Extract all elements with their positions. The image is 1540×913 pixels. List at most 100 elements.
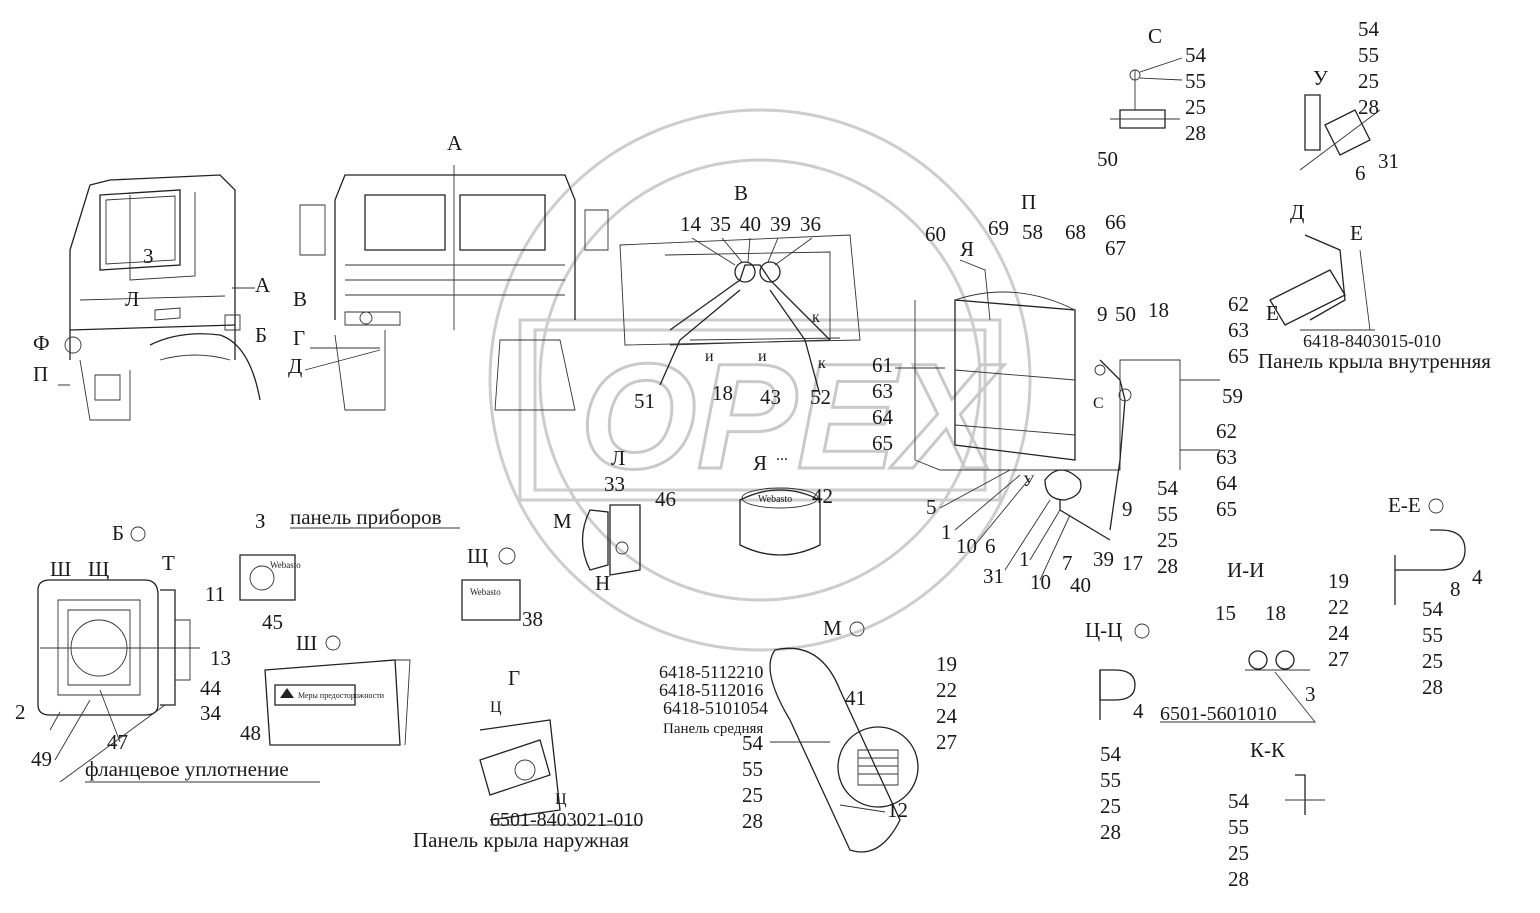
ya-sticker: Webasto — [758, 494, 792, 505]
view-label-sh: Ш — [50, 557, 71, 581]
view-label-m: М — [823, 616, 842, 640]
callout-ee-25: 25 — [1422, 649, 1443, 673]
view-d-panel-inner: Д Е Е 6418-8403015-010 Панель крыла внут… — [1258, 200, 1491, 373]
callout-3: 3 — [143, 244, 154, 268]
callout-ee-28: 28 — [1422, 675, 1443, 699]
callout-r-65-b: 65 — [1216, 497, 1237, 521]
view-m: М 6418-5112210 6418-5112016 6418-5101054… — [659, 616, 958, 853]
callout-b-49: 49 — [31, 747, 52, 771]
view-label-b: Б — [255, 323, 267, 347]
view-label-u: У — [1313, 66, 1328, 90]
view-label-c: С — [1148, 24, 1162, 48]
callout-kk-55: 55 — [1228, 815, 1249, 839]
callout-r-63-a: 63 — [1228, 318, 1249, 342]
cut-label-k-1: к — [812, 309, 820, 326]
flange-seal-caption: фланцевое уплотнение — [85, 757, 289, 781]
view-label-ya: Я — [960, 237, 974, 261]
callout-r-62-b: 62 — [1216, 419, 1237, 443]
callout-p-6: 6 — [985, 534, 996, 558]
view-label-ts-bot: Ц — [555, 791, 567, 808]
callout-r-64-b: 64 — [1216, 471, 1238, 495]
callout-p-50: 50 — [1115, 302, 1136, 326]
panel-instruments-caption: панель приборов — [290, 505, 442, 529]
code-m-1: 6418-5112210 — [659, 662, 763, 682]
callout-ee-8: 8 — [1450, 577, 1461, 601]
section-ii-title: И-И — [1227, 558, 1264, 582]
callout-ii-22: 22 — [1328, 595, 1349, 619]
view-ts-ts: Ц-Ц 4 54 55 25 28 — [1085, 618, 1150, 844]
view-label-a: А — [447, 131, 463, 155]
panel-outer-caption: Панель крыла наружная — [413, 828, 629, 852]
view-label-ts-top: Ц — [490, 699, 502, 716]
view-label-m-arrow: М — [553, 509, 572, 533]
callout-ii-18: 18 — [1265, 601, 1286, 625]
section-b-title: Б — [112, 521, 124, 545]
view-e-e: Е-Е 8 4 54 55 25 28 — [1388, 493, 1483, 699]
view-c: С 54 55 25 28 50 — [1097, 24, 1207, 171]
view-label-sh-b: Ш — [296, 631, 317, 655]
callout-p-10-b: 10 — [1030, 570, 1051, 594]
callout-b-47: 47 — [107, 730, 128, 754]
callout-m-25: 25 — [742, 783, 763, 807]
sh-warning-sticker: Меры предосторожности — [298, 691, 385, 700]
callout-b-11: 11 — [205, 582, 225, 606]
callout-51: 51 — [634, 389, 655, 413]
callout-l-42: 42 — [812, 484, 833, 508]
callout-u-6: 6 — [1355, 161, 1366, 185]
callout-ee-54: 54 — [1422, 597, 1444, 621]
callout-p-9-bot: 9 — [1122, 497, 1133, 521]
callout-c-28: 28 — [1185, 121, 1206, 145]
callout-b-44: 44 — [200, 676, 222, 700]
view-label-shch-b: Щ — [467, 544, 488, 568]
callout-m-19: 19 — [936, 652, 957, 676]
view-p-tank: П Я 60 69 58 68 66 67 9 50 18 С 61 63 64… — [872, 190, 1220, 597]
callout-c-55: 55 — [1185, 69, 1206, 93]
view-label-ya-b: Я — [753, 451, 767, 475]
view-label-l-b: Л — [611, 446, 625, 470]
callout-kk-25: 25 — [1228, 841, 1249, 865]
view-label-g-b: Г — [508, 666, 520, 690]
code-m-3: 6418-5101054 — [663, 698, 768, 718]
view-label-a-arrow: А — [255, 273, 271, 297]
callout-m-28: 28 — [742, 809, 763, 833]
callout-u-55: 55 — [1358, 43, 1379, 67]
view-label-t: Т — [162, 551, 175, 575]
callout-p-65: 65 — [872, 431, 893, 455]
cab-side-view: 3 Л А Б Ф П — [33, 174, 271, 421]
callout-ee-55: 55 — [1422, 623, 1443, 647]
panel-middle-caption: Панель средняя — [663, 721, 763, 737]
callout-kk-54: 54 — [1228, 789, 1250, 813]
callout-p-1-b: 1 — [1019, 547, 1030, 571]
callout-p-58: 58 — [1022, 220, 1043, 244]
callout-p-63: 63 — [872, 379, 893, 403]
callout-m-12: 12 — [887, 798, 908, 822]
view-label-n: Н — [595, 571, 610, 595]
view-label-d: Д — [1290, 200, 1304, 224]
callout-m-24: 24 — [936, 704, 958, 728]
callout-u-54: 54 — [1358, 17, 1380, 41]
panel-inner-code: 6418-8403015-010 — [1303, 331, 1441, 351]
callout-tsts-28: 28 — [1100, 820, 1121, 844]
callout-35: 35 — [710, 212, 731, 236]
ya-dots: ... — [776, 447, 788, 464]
callout-m-27: 27 — [936, 730, 957, 754]
callout-b-34: 34 — [200, 701, 222, 725]
callout-p-5: 5 — [926, 495, 937, 519]
callout-tsts-55: 55 — [1100, 768, 1121, 792]
view-label-u-small: У — [1023, 473, 1035, 490]
view-k-k: К-К 54 55 25 28 — [1228, 738, 1325, 891]
callout-l-33: 33 — [604, 472, 625, 496]
callout-ii-19: 19 — [1328, 569, 1349, 593]
callout-r-63-b: 63 — [1216, 445, 1237, 469]
view-label-d-arrow: Д — [288, 354, 302, 378]
right-column-callouts: 62 63 65 59 62 63 64 65 — [1216, 292, 1249, 521]
cut-label-i-1: и — [705, 348, 714, 365]
callout-sh-48: 48 — [240, 721, 261, 745]
callout-p-54: 54 — [1157, 476, 1179, 500]
view-label-b-top: В — [734, 181, 748, 205]
callout-p-10-a: 10 — [956, 534, 977, 558]
callout-c-25: 25 — [1185, 95, 1206, 119]
callout-r-65-a: 65 — [1228, 344, 1249, 368]
callout-52: 52 — [810, 385, 831, 409]
